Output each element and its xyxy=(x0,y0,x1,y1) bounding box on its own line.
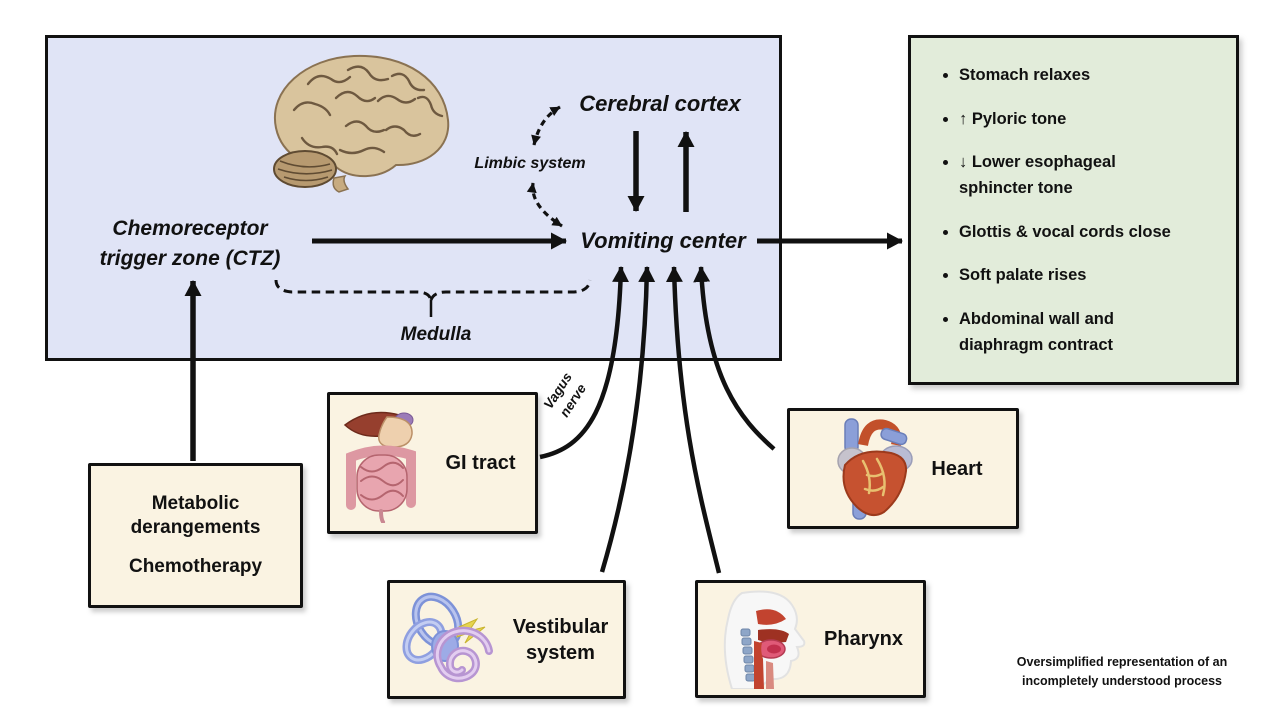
pharynx-illustration xyxy=(723,590,806,689)
ctz-label-line2: trigger zone (CTZ) xyxy=(99,247,281,270)
ctz-label-line1: Chemoreceptor xyxy=(112,217,268,240)
heart-label: Heart xyxy=(931,457,983,480)
vomiting-center-label: Vomiting center xyxy=(580,228,746,253)
cochlea-spiral xyxy=(432,626,493,682)
vagus-nerve-label: Vagus nerve xyxy=(540,369,590,420)
effect-item: Glottis & vocal cords close xyxy=(959,219,1228,245)
mouth-shape xyxy=(767,644,782,654)
cerebellum-striations xyxy=(277,160,333,182)
cerebral-cortex-label: Cerebral cortex xyxy=(579,91,741,116)
vestibular-label: Vestibular system xyxy=(512,615,609,664)
metabolic-box: Metabolic derangements Chemotherapy xyxy=(88,463,303,608)
pharynx-box: Pharynx xyxy=(695,580,926,698)
gi-tract-box: GI tract xyxy=(327,392,538,534)
effect-item: Soft palate rises xyxy=(959,262,1228,288)
intestine-coils xyxy=(359,461,404,501)
ventricles-shape xyxy=(842,450,908,516)
effects-box: Stomach relaxes ↑ Pyloric tone ↓ Lower e… xyxy=(908,35,1239,385)
gyri-lines xyxy=(292,65,444,156)
nasal-cavity-shape xyxy=(756,609,787,625)
vestibular-illustration xyxy=(401,592,493,682)
vestibular-box: Vestibular system xyxy=(387,580,626,699)
brainstem-shape xyxy=(332,174,350,193)
cerebellum-shape xyxy=(273,150,337,188)
effect-item: ↑ Pyloric tone xyxy=(959,106,1228,132)
metabolic-label: Metabolic derangements xyxy=(130,493,261,539)
heart-illustration xyxy=(837,417,914,520)
stomach-shape xyxy=(377,416,413,448)
gi-tract-label: GI tract xyxy=(445,452,516,474)
spine-shape xyxy=(740,628,756,682)
limbic-system-label: Limbic system xyxy=(474,155,586,172)
effects-list: Stomach relaxes ↑ Pyloric tone ↓ Lower e… xyxy=(911,62,1236,358)
coronary-vessels xyxy=(862,457,887,496)
throat-shape xyxy=(754,641,765,689)
gi-tract-illustration xyxy=(343,411,416,523)
effect-item: Stomach relaxes xyxy=(959,62,1228,88)
palate-shape xyxy=(758,629,790,643)
medulla-label: Medulla xyxy=(400,324,472,345)
trachea-shape xyxy=(766,661,775,689)
pharynx-label: Pharynx xyxy=(824,628,903,650)
colon-shape xyxy=(345,445,416,510)
chemotherapy-label: Chemotherapy xyxy=(128,555,263,577)
pulmonary-vessel-shape xyxy=(880,427,908,445)
brain-illustration xyxy=(273,54,450,193)
caption: Oversimplified representation of an inco… xyxy=(1016,655,1228,689)
heart-box: Heart xyxy=(787,408,1019,529)
appendix-shape xyxy=(378,509,385,523)
